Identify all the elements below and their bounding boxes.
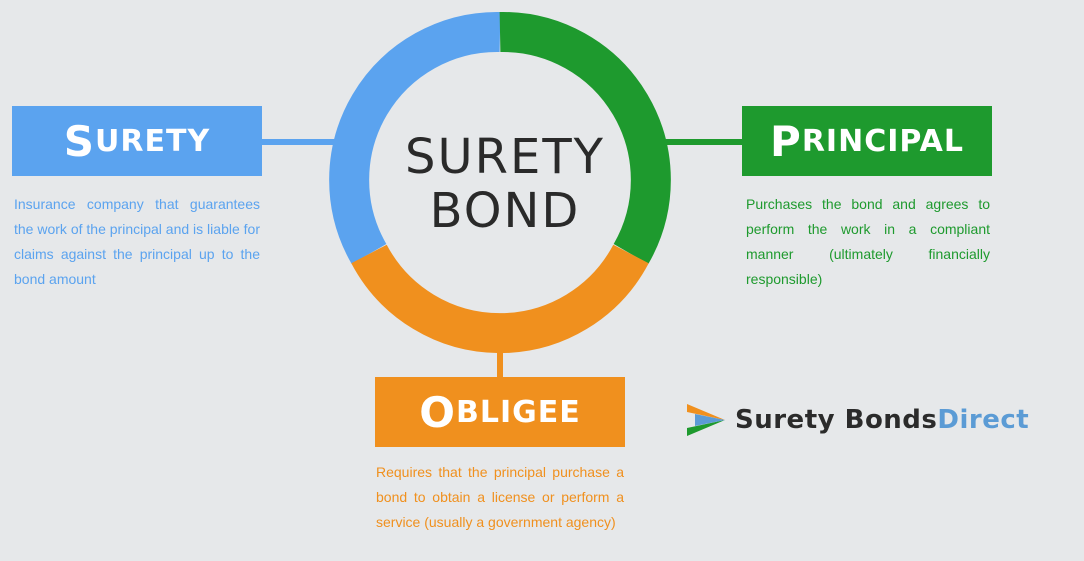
surety-label-box: Surety bbox=[12, 106, 262, 176]
obligee-title-cap: O bbox=[419, 387, 456, 437]
center-title-line1: SURETY bbox=[405, 129, 605, 185]
center-title: SURETY BOND bbox=[380, 130, 630, 238]
obligee-description: Requires that the principal purchase a b… bbox=[376, 464, 624, 530]
ring-segment-surety bbox=[329, 11, 501, 264]
principal-description: Purchases the bond and agrees to perform… bbox=[746, 196, 990, 287]
surety-description: Insurance company that guarantees the wo… bbox=[14, 196, 260, 287]
surety-title-rest: urety bbox=[95, 123, 211, 159]
ring-segment-obligee bbox=[351, 244, 649, 354]
logo-text-dark: Surety Bonds bbox=[735, 405, 938, 435]
principal-title-rest: rincipal bbox=[801, 123, 964, 159]
principal-label-box: Principal bbox=[742, 106, 992, 176]
center-title-line2: BOND bbox=[429, 183, 581, 239]
surety-bonds-direct-logo: Surety BondsDirect bbox=[685, 402, 1029, 438]
logo-text-accent: Direct bbox=[937, 405, 1030, 435]
obligee-title-rest: bligee bbox=[455, 394, 581, 430]
surety-title-cap: S bbox=[63, 116, 96, 166]
obligee-label-box: Obligee bbox=[375, 377, 625, 447]
ring-segment-principal bbox=[499, 11, 671, 264]
principal-title-cap: P bbox=[770, 116, 802, 166]
arrow-chevron-icon bbox=[687, 404, 725, 436]
